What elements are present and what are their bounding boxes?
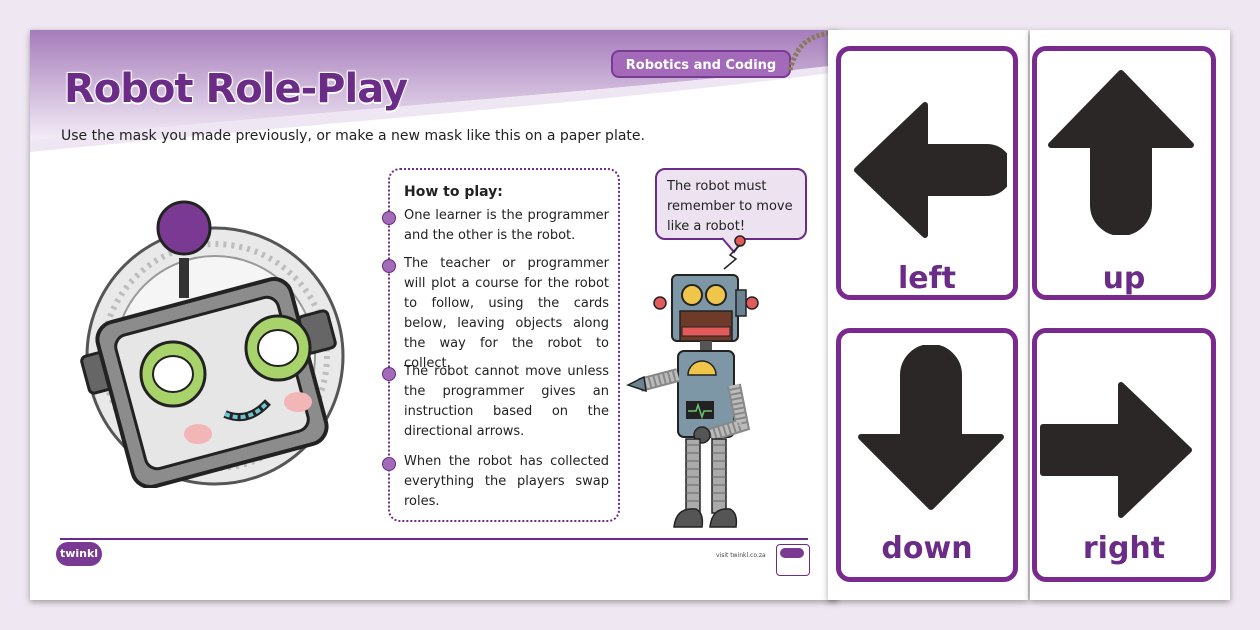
card-label-left: left xyxy=(897,261,957,296)
arrow-card-down: down xyxy=(836,328,1018,582)
arrow-right-icon xyxy=(1040,382,1192,518)
robot-mask-illustration xyxy=(80,200,345,488)
step-bullet-icon xyxy=(382,259,396,273)
twinkl-logo: twinkl xyxy=(56,542,102,566)
arrow-down-icon xyxy=(858,345,1004,510)
step-text: The teacher or programmer will plot a co… xyxy=(404,256,609,371)
page-subtitle: Use the mask you made previously, or mak… xyxy=(61,128,645,144)
card-label-right: right xyxy=(1082,531,1166,566)
card-label-down: down xyxy=(881,531,973,566)
quality-badge-icon xyxy=(776,544,810,576)
topic-tag: Robotics and Coding xyxy=(611,50,791,78)
speech-bubble: The robot must remember to move like a r… xyxy=(655,168,807,240)
card-label-up: up xyxy=(1102,261,1146,296)
step-text: One learner is the programmer and the ot… xyxy=(404,208,609,243)
step-bullet-icon xyxy=(382,457,396,471)
arrow-card-up: up xyxy=(1032,46,1216,300)
page-title: Robot Role-Play xyxy=(63,65,409,113)
worksheet-page: Robot Role-Play Robotics and Coding Use … xyxy=(30,30,838,600)
arrow-up-icon xyxy=(1048,70,1194,235)
step-bullet-icon xyxy=(382,211,396,225)
footer-visit-text: visit twinkl.co.za xyxy=(716,552,766,559)
arrow-cards-page: up right xyxy=(1030,30,1230,600)
step-text: The robot cannot move unless the program… xyxy=(404,364,609,439)
footer-divider xyxy=(60,538,808,540)
arrow-card-left: left xyxy=(836,46,1018,300)
arrow-cards-page: left down xyxy=(828,30,1028,600)
step-bullet-icon xyxy=(382,367,396,381)
cable-decoration xyxy=(788,30,837,71)
how-to-play-box: How to play: One learner is the programm… xyxy=(382,168,620,522)
robot-character-illustration xyxy=(626,235,759,528)
arrow-card-right: right xyxy=(1032,328,1216,582)
how-to-play-heading: How to play: xyxy=(404,184,503,200)
arrow-left-icon xyxy=(854,102,1007,238)
step-text: When the robot has collected everything … xyxy=(404,454,609,509)
